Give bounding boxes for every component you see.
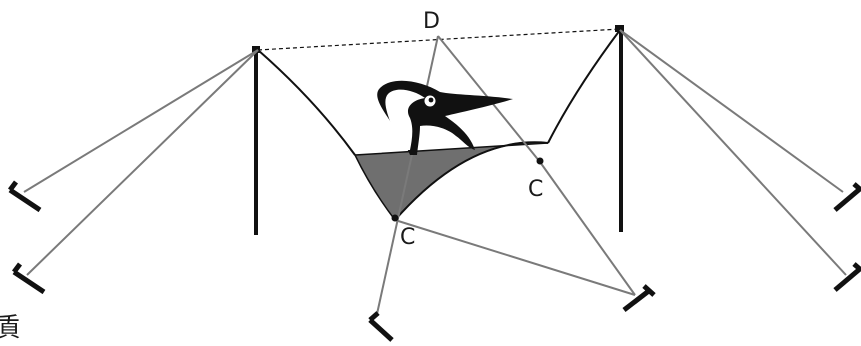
guy-rope-right-upper — [619, 29, 844, 193]
label-c-right: C — [528, 177, 543, 202]
peg-stake-icon — [368, 311, 394, 342]
peg-stake-icon — [8, 180, 42, 213]
ridge-dashed-line — [257, 28, 621, 51]
left-corner-anchor — [391, 214, 399, 222]
guy-rope-right-c-to-right-peg — [539, 161, 636, 296]
peg-stake-icon — [833, 262, 861, 292]
edge-glyph: 貭 — [0, 313, 20, 343]
peg-stake-icon — [622, 284, 656, 312]
guy-rope-left-upper — [23, 49, 259, 193]
tent-pegs — [8, 180, 861, 342]
peg-stake-icon — [833, 182, 861, 212]
fabric-shaded-panel — [353, 141, 549, 222]
right-corner-anchor — [536, 157, 544, 165]
peg-stake-icon — [12, 262, 46, 295]
guy-rope-left-lower — [26, 49, 259, 276]
guy-rope-right-lower — [619, 29, 847, 276]
right-pole-cap — [615, 25, 624, 32]
label-c-left: C — [400, 225, 415, 250]
left-tent-edge — [257, 49, 356, 156]
right-tent-edge — [547, 29, 621, 144]
duck-head-icon — [377, 80, 513, 155]
guy-rope-d-to-bottom — [376, 35, 439, 315]
label-d: D — [423, 9, 440, 34]
left-pole-cap — [252, 46, 260, 53]
guy-rope-left-c-to-right-peg — [394, 219, 636, 296]
bottom-tent-edge — [394, 141, 549, 221]
guy-ropes — [23, 29, 847, 315]
